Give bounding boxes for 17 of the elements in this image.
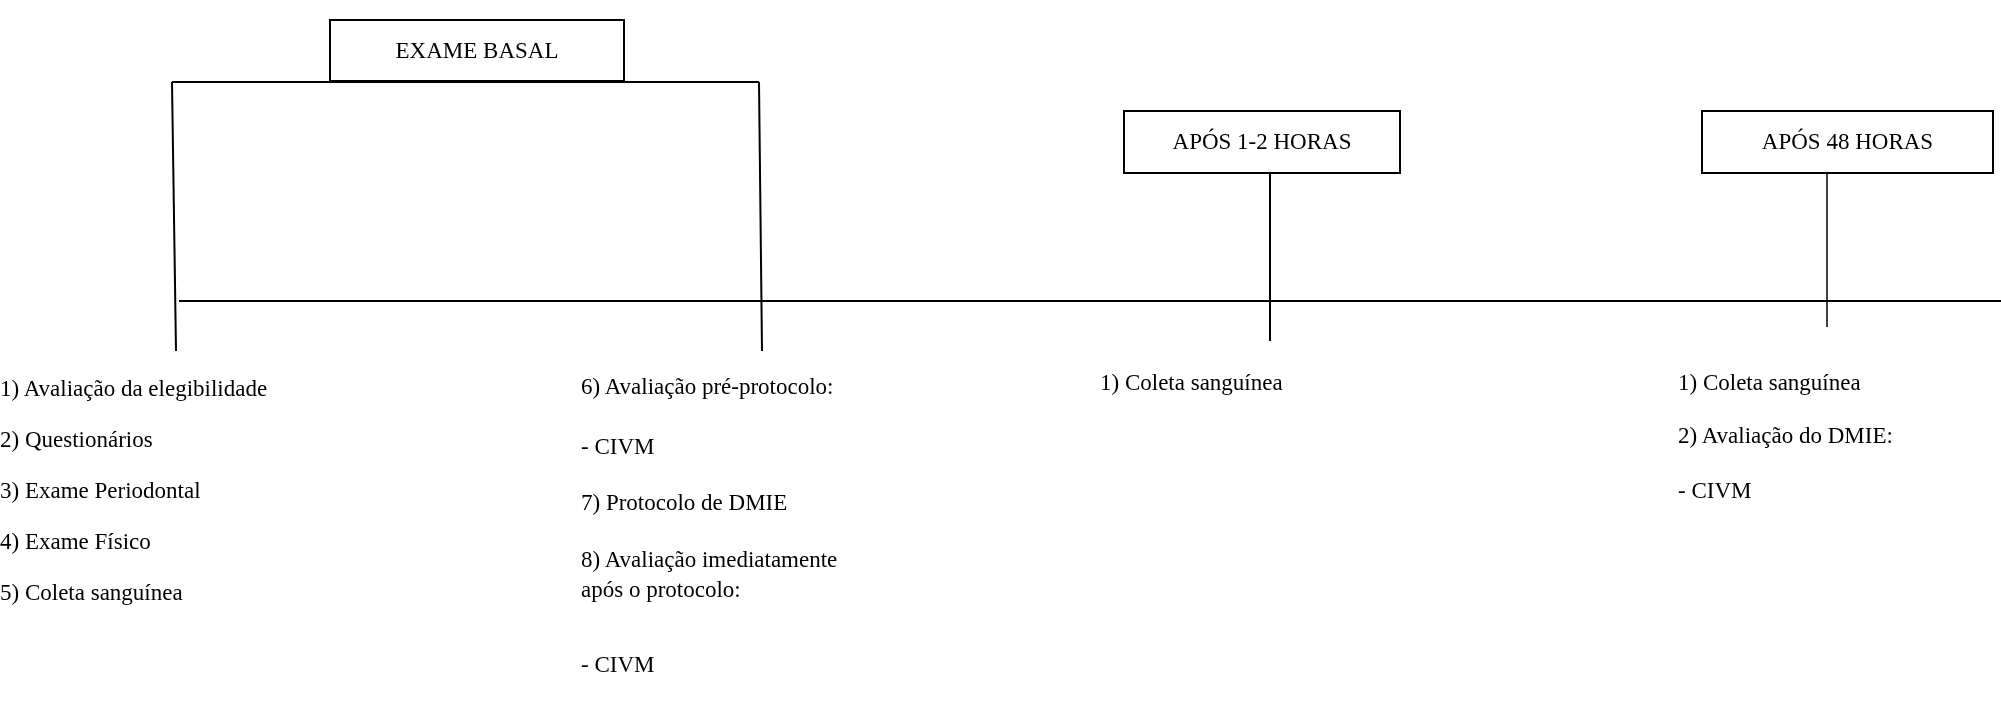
list-item: - CIVM — [581, 651, 655, 679]
list-item: 8) Avaliação imediatamente após o protocolo: — [581, 546, 839, 604]
list-item: 1) Coleta sanguínea — [1100, 369, 1283, 397]
list-item: 1) Coleta sanguínea — [1678, 369, 1861, 397]
list-item: 6) Avaliação pré-protocolo: — [581, 373, 834, 401]
list-item: 7) Protocolo de DMIE — [581, 489, 788, 517]
list-item: 4) Exame Físico — [0, 528, 151, 556]
list-item: 1) Avaliação da elegibilidade — [0, 375, 268, 403]
phase-box: EXAME BASAL — [329, 19, 625, 82]
list-item: 2) Questionários — [0, 426, 153, 454]
list-item: 5) Coleta sanguínea — [0, 579, 183, 607]
list-item: - CIVM — [1678, 477, 1752, 505]
phase-box: APÓS 48 HORAS — [1701, 110, 1994, 174]
list-item: - CIVM — [581, 433, 655, 461]
phase-box: APÓS 1-2 HORAS — [1123, 110, 1401, 174]
list-item: 2) Avaliação do DMIE: — [1678, 422, 1893, 450]
list-item: 3) Exame Periodontal — [0, 477, 201, 505]
